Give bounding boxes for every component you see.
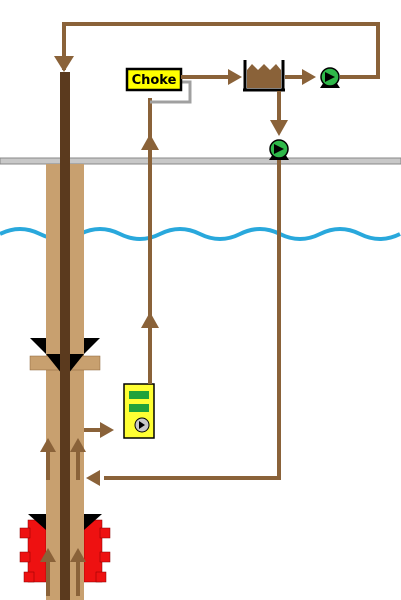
flow-arrow-down-top xyxy=(54,56,74,72)
pump-icon xyxy=(320,67,340,88)
flow-arrow-to-sensor xyxy=(100,422,114,438)
choke-label: Choke xyxy=(132,73,177,88)
boost-pump-icon xyxy=(269,139,289,160)
annulus-flow-arrows-bop xyxy=(40,548,86,596)
choke-valve-icon: Choke xyxy=(125,67,183,92)
rcd-flange xyxy=(29,338,101,374)
bop-rams xyxy=(28,514,102,530)
annulus-flow-arrows-upper xyxy=(40,438,86,480)
boost-line xyxy=(104,160,281,480)
flow-arrow-to-tank xyxy=(228,69,242,85)
flow-arrow-to-pump xyxy=(302,69,316,85)
sensor-module-icon xyxy=(123,383,155,439)
choke-bypass-line xyxy=(150,80,192,104)
return-line-top xyxy=(62,22,380,79)
drill-pipe xyxy=(60,72,70,600)
flow-arrow-to-boost-pump xyxy=(270,120,288,136)
mud-tank-icon xyxy=(243,60,285,92)
flow-arrow-up-lower xyxy=(141,312,159,328)
flow-arrow-up-upper xyxy=(141,134,159,150)
flow-arrow-into-annulus xyxy=(86,470,100,486)
drill-pipe-bop-section xyxy=(60,514,70,600)
surface-line xyxy=(0,157,401,165)
